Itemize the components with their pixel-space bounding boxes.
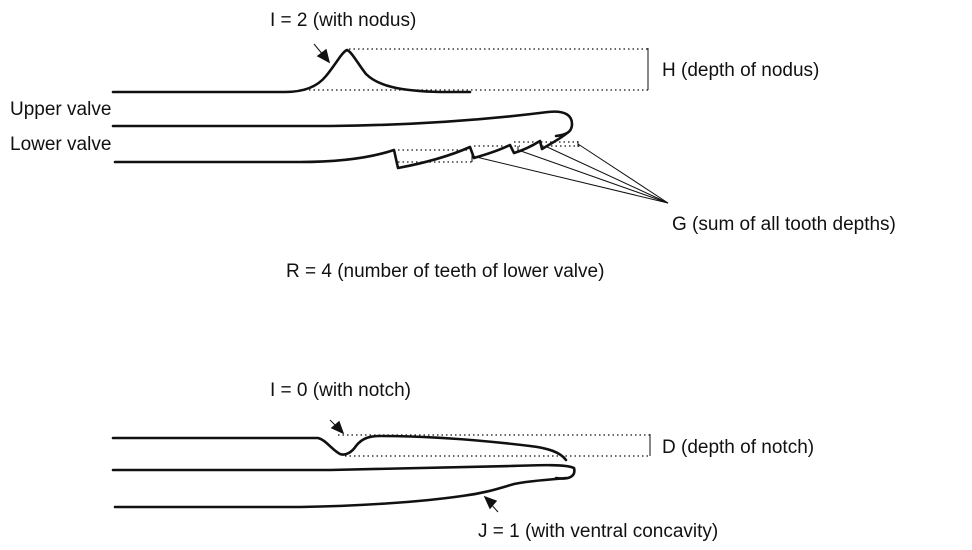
- concavity-label: J = 1 (with ventral concavity): [478, 521, 718, 542]
- nodus-depth-label: H (depth of nodus): [662, 60, 819, 81]
- nodus-pointer-arrow: [313, 43, 331, 64]
- tooth-leader-lines: [471, 143, 669, 204]
- bottom-panel: I = 0 (with notch) D (depth of notch) J …: [111, 380, 814, 542]
- lower-valve-outline: [113, 132, 568, 170]
- notch-pointer-arrow: [329, 419, 345, 435]
- concavity-pointer-arrow: [483, 495, 499, 513]
- lower-valve-label: Lower valve: [10, 134, 111, 155]
- top-panel: I = 2 (with nodus) Upper valve Lower val…: [10, 10, 896, 282]
- notch-label: I = 0 (with notch): [270, 380, 411, 401]
- tooth-depth-label: G (sum of all tooth depths): [672, 214, 896, 235]
- concave-lower-valve-outline: [113, 476, 568, 509]
- notched-valve-dorsal-outline: [111, 434, 568, 462]
- nodus-label: I = 2 (with nodus): [270, 10, 416, 31]
- upper-valve-dorsal-outline: [111, 48, 472, 94]
- upper-valve-label: Upper valve: [10, 99, 111, 120]
- notch-depth-label: D (depth of notch): [662, 437, 814, 458]
- upper-valve-ventral-outline: [111, 110, 574, 138]
- tooth-depth-lines: [398, 141, 580, 163]
- nodus-depth-bracket: [300, 48, 649, 91]
- notched-valve-ventral-outline: [111, 463, 576, 480]
- notch-depth-bracket: [338, 434, 651, 457]
- teeth-count-label: R = 4 (number of teeth of lower valve): [286, 261, 604, 282]
